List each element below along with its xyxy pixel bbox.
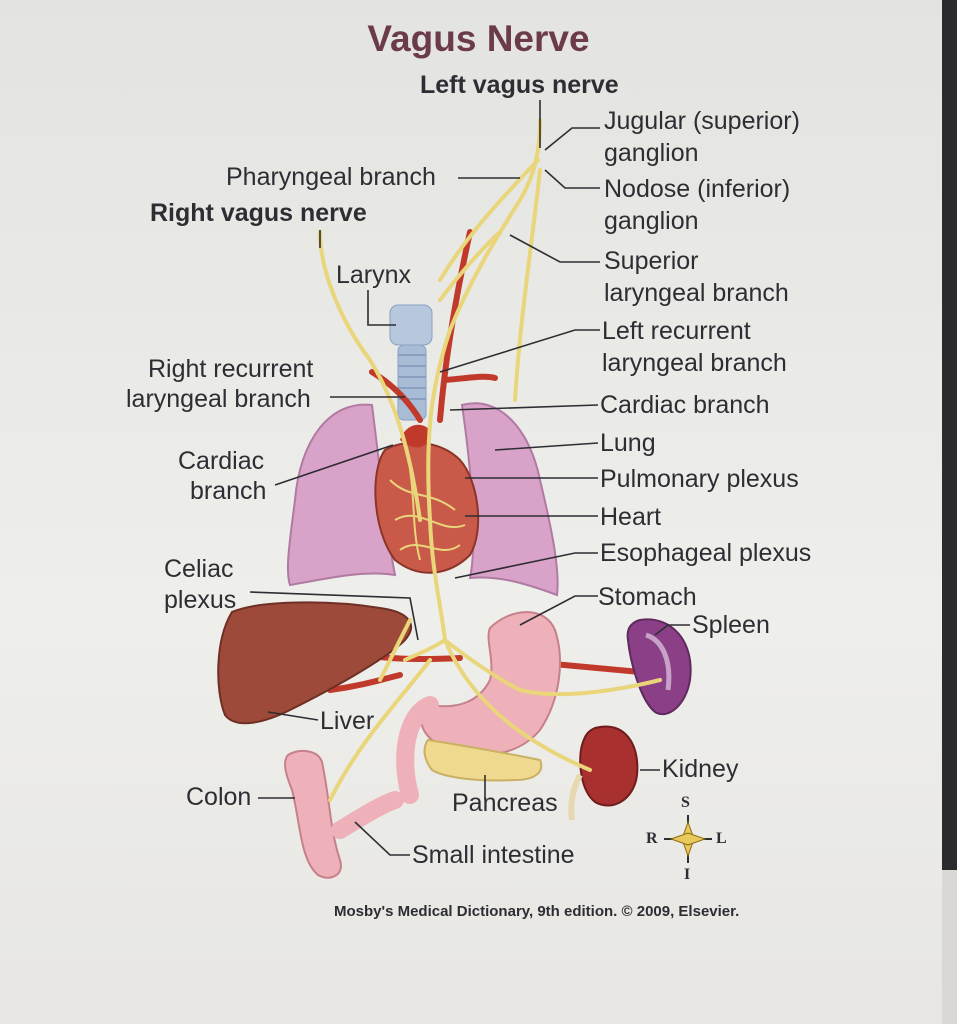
label-right-recurrent-line1: Right recurrent	[148, 355, 314, 383]
label-cardiac-branch-left-line1: Cardiac	[178, 447, 265, 475]
liver-shape	[217, 601, 412, 725]
label-heart: Heart	[600, 503, 662, 531]
spleen-shape	[626, 618, 692, 716]
label-right-recurrent-line2: laryngeal branch	[126, 385, 311, 413]
label-left-recurrent-line2: laryngeal branch	[602, 349, 787, 377]
orientation-compass	[664, 815, 712, 863]
monitor-edge	[942, 0, 957, 870]
label-left-vagus-nerve: Left vagus nerve	[420, 71, 619, 99]
label-colon: Colon	[186, 783, 252, 811]
label-celiac-plexus-line2: plexus	[164, 586, 237, 614]
label-stomach: Stomach	[598, 583, 697, 611]
label-cardiac-branch-left-line2: branch	[190, 477, 267, 505]
compass-inferior: I	[684, 866, 691, 883]
small-intestine-shape	[331, 791, 404, 839]
label-jugular-ganglion-line2: ganglion	[604, 139, 699, 167]
source-credit: Mosby's Medical Dictionary, 9th edition.…	[334, 903, 740, 920]
label-celiac-plexus-line1: Celiac	[164, 555, 234, 583]
label-small-intestine: Small intestine	[412, 841, 575, 869]
heart-shape	[374, 441, 480, 574]
kidney-shape	[579, 725, 639, 807]
label-cardiac-branch-right: Cardiac branch	[600, 391, 770, 419]
label-liver: Liver	[320, 707, 375, 735]
label-spleen: Spleen	[692, 611, 770, 639]
stomach-shape	[420, 611, 561, 756]
label-kidney: Kidney	[662, 755, 739, 783]
label-esophageal-plexus: Esophageal plexus	[600, 539, 812, 567]
label-pancreas: Pancreas	[452, 789, 558, 817]
larynx-shape	[389, 304, 433, 346]
compass-left: L	[716, 830, 727, 847]
label-left-recurrent-line1: Left recurrent	[602, 317, 751, 345]
label-lung: Lung	[600, 429, 656, 457]
label-pharyngeal-branch: Pharyngeal branch	[226, 163, 436, 191]
label-right-vagus-nerve: Right vagus nerve	[150, 199, 367, 227]
label-nodose-ganglion-line1: Nodose (inferior)	[604, 175, 791, 203]
label-nodose-ganglion-line2: ganglion	[604, 207, 699, 235]
pancreas-shape	[423, 738, 543, 782]
label-superior-laryngeal-line2: laryngeal branch	[604, 279, 789, 307]
colon-shape	[284, 749, 342, 879]
label-larynx: Larynx	[336, 261, 412, 289]
compass-right: R	[646, 830, 658, 847]
compass-superior: S	[681, 794, 690, 811]
label-jugular-ganglion-line1: Jugular (superior)	[604, 107, 800, 135]
label-pulmonary-plexus: Pulmonary plexus	[600, 465, 799, 493]
monitor-edge-lower	[942, 870, 957, 1024]
label-superior-laryngeal-line1: Superior	[604, 247, 699, 275]
diagram-title: Vagus Nerve	[367, 18, 590, 59]
